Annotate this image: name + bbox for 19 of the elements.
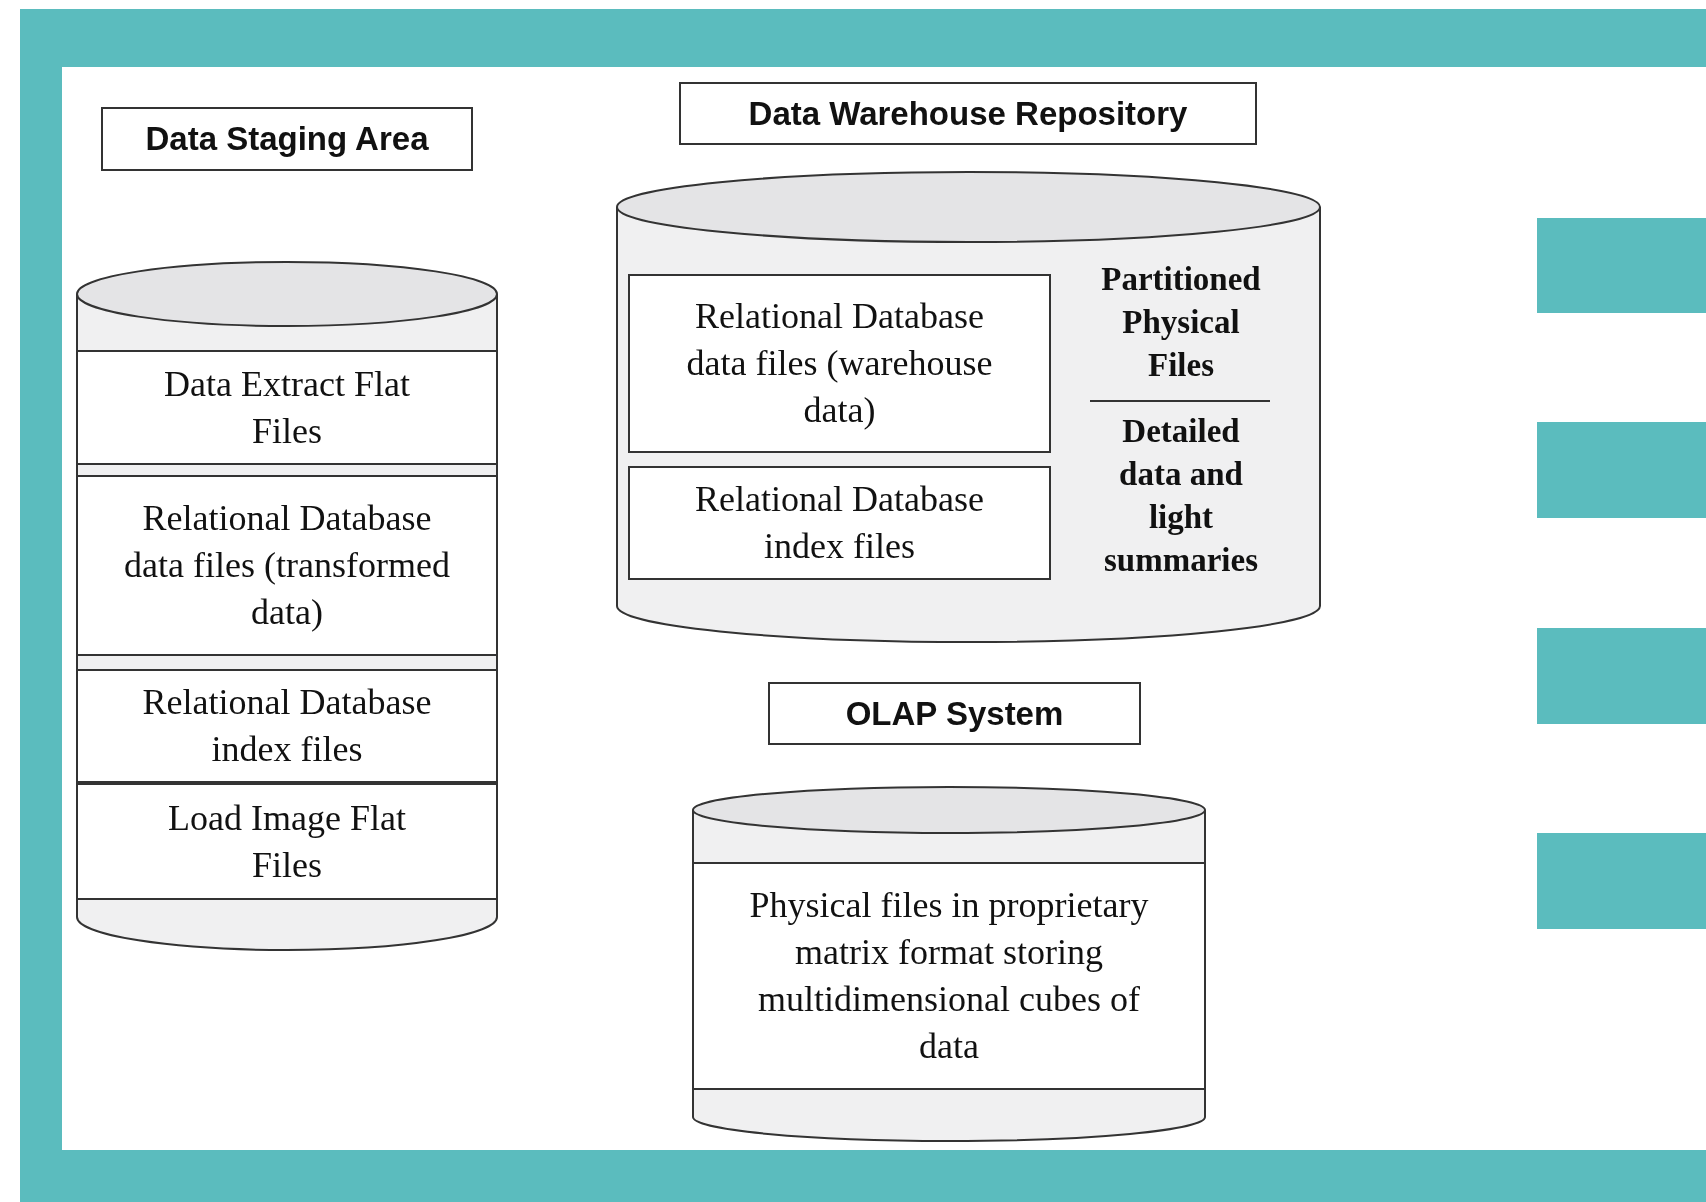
layer-box	[76, 783, 498, 900]
layer-box	[76, 475, 498, 656]
layer-box	[628, 466, 1051, 580]
heading-label: Data Staging Area	[101, 107, 473, 171]
layer-label: Relational Database index files	[694, 478, 985, 568]
layer-box	[692, 862, 1206, 1090]
heading-label: OLAP System	[768, 682, 1141, 745]
layer-label: Relational Database data files (warehouse data)	[685, 295, 994, 432]
layer-label: Load Image Flat Files	[167, 796, 407, 887]
heading-label: Data Warehouse Repository	[679, 82, 1257, 145]
side-label: Partitioned Physical Files	[1100, 260, 1262, 385]
layer-label: Relational Database data files (transformed data)	[123, 497, 451, 634]
side-label: Detailed data and light summaries	[1103, 412, 1259, 580]
layer-label: Physical files in proprietary matrix format storing multidimensional cubes of data	[748, 884, 1150, 1068]
layer-box	[628, 274, 1051, 453]
layer-label: Data Extract Flat Files	[163, 362, 411, 453]
layer-box	[76, 669, 498, 783]
layer-box	[76, 350, 498, 465]
layer-label: Relational Database index files	[141, 681, 433, 771]
